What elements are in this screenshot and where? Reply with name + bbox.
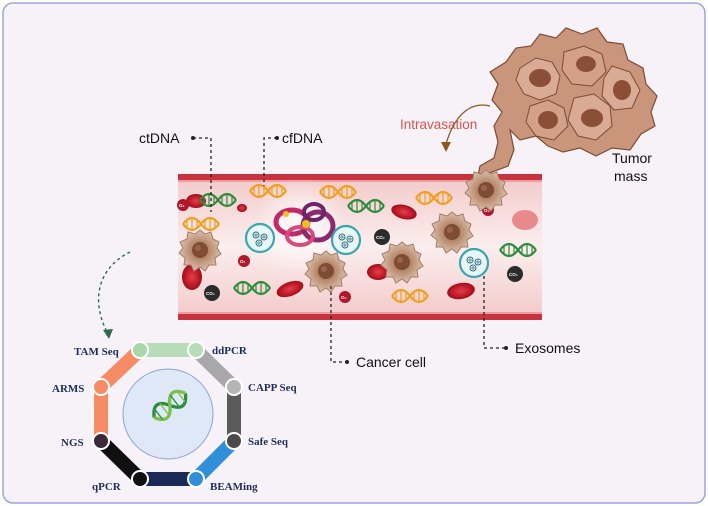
technique-ring xyxy=(92,341,243,488)
exosomes-label: Exosomes xyxy=(515,340,580,356)
leader-lines xyxy=(193,137,506,363)
tumor-mass-label-line1: Tumor xyxy=(612,150,652,166)
cancer-cell-label: Cancer cell xyxy=(356,354,426,370)
technique-label-capp-seq: CAPP Seq xyxy=(248,382,297,394)
svg-text:CO₂: CO₂ xyxy=(509,272,518,277)
technique-label-ddpcr: ddPCR xyxy=(212,345,248,357)
svg-text:O₂: O₂ xyxy=(341,295,347,300)
tumor-mass-label-line2: mass xyxy=(614,168,647,184)
intravasation-arrow-icon xyxy=(445,104,491,145)
technique-label-qpcr: qPCR xyxy=(92,481,122,493)
technique-label-safe-seq: Safe Seq xyxy=(248,436,289,448)
svg-text:O₂: O₂ xyxy=(240,259,246,264)
technique-label-arms: ARMS xyxy=(52,383,84,395)
intravasation-label: Intravasation xyxy=(400,117,477,132)
cfdna-label: cfDNA xyxy=(282,130,323,146)
red-blood-cell-icon xyxy=(182,194,538,300)
central-dna-icon xyxy=(152,389,188,422)
technique-label-tam-seq: TAM Seq xyxy=(74,346,120,358)
svg-text:O₂: O₂ xyxy=(484,208,490,213)
co2-molecule-icon: CO₂ CO₂ CO₂ xyxy=(204,229,523,301)
svg-text:CO₂: CO₂ xyxy=(376,235,385,240)
detection-arrow-icon xyxy=(97,251,131,335)
tumor-mass-icon xyxy=(477,27,658,177)
cfdna-clump-icon xyxy=(273,202,336,247)
svg-text:CO₂: CO₂ xyxy=(206,291,215,296)
technique-label-beaming: BEAMing xyxy=(210,481,258,493)
technique-label-ngs: NGS xyxy=(61,437,84,449)
o2-molecule-icon: O₂ O₂ O₂ O₂ xyxy=(177,199,494,303)
ctdna-label: ctDNA xyxy=(139,130,180,146)
svg-text:O₂: O₂ xyxy=(179,203,185,208)
